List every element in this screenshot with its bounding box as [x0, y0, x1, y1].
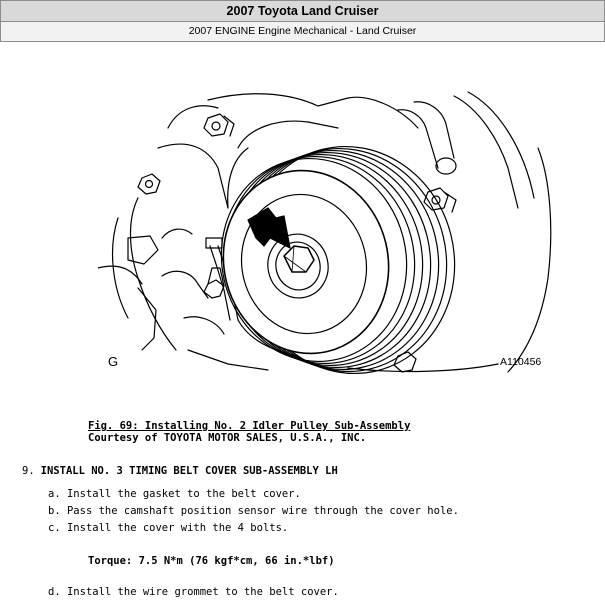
substep-letter: a.	[48, 488, 61, 500]
substep-text: Install the gasket to the belt cover.	[66, 488, 301, 500]
figure-code: A110456	[500, 356, 542, 368]
figure-caption: Fig. 69: Installing No. 2 Idler Pulley S…	[88, 420, 410, 444]
idler-pulley-illustration	[98, 88, 560, 376]
step-heading: 9. INSTALL NO. 3 TIMING BELT COVER SUB-AS…	[22, 465, 338, 477]
substep-item: d. Install the wire grommet to the belt …	[48, 586, 339, 598]
substep-letter: c.	[48, 522, 61, 534]
step-title: INSTALL NO. 3 TIMING BELT COVER SUB-ASSE…	[40, 465, 338, 477]
document-header: 2007 Toyota Land Cruiser 2007 ENGINE Eng…	[0, 0, 605, 42]
substep-text: Install the wire grommet to the belt cov…	[66, 586, 339, 598]
substep-text: Pass the camshaft position sensor wire t…	[66, 505, 459, 517]
figure-letter: G	[108, 354, 119, 369]
header-subtitle: 2007 ENGINE Engine Mechanical - Land Cru…	[1, 22, 604, 41]
substep-item: b. Pass the camshaft position sensor wir…	[48, 505, 459, 517]
step-number: 9.	[22, 465, 35, 477]
caption-title: Fig. 69: Installing No. 2 Idler Pulley S…	[88, 420, 411, 432]
substep-letter: b.	[48, 505, 61, 517]
substep-letter: d.	[48, 586, 61, 598]
substep-text: Install the cover with the 4 bolts.	[66, 522, 289, 534]
substep-item: c. Install the cover with the 4 bolts.	[48, 522, 288, 534]
torque-spec: Torque: 7.5 N*m (76 kgf*cm, 66 in.*lbf)	[88, 555, 335, 567]
caption-courtesy: Courtesy of TOYOTA MOTOR SALES, U.S.A., …	[88, 432, 367, 444]
substep-item: a. Install the gasket to the belt cover.	[48, 488, 301, 500]
header-title: 2007 Toyota Land Cruiser	[1, 1, 604, 22]
